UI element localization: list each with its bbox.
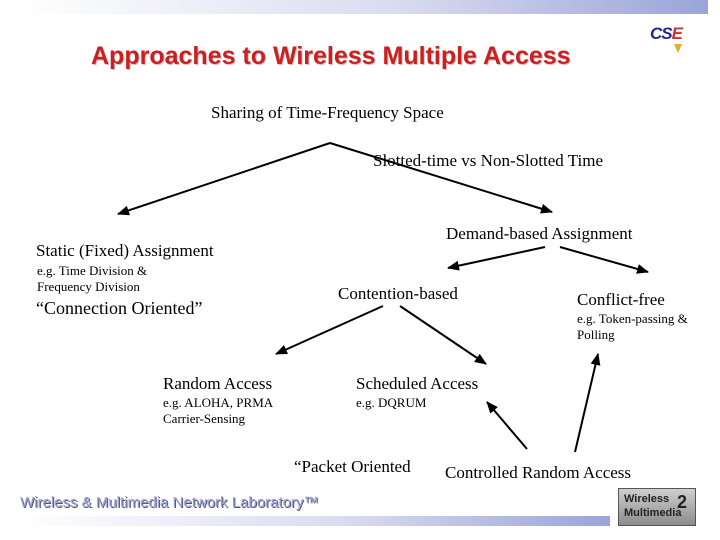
bottom-gradient-bar (18, 516, 610, 526)
static-assignment-label: Static (Fixed) Assignment (36, 241, 214, 260)
edge-controlled-to-conflict-free (574, 353, 601, 453)
footer-lab-name: Wireless & Multimedia Network Laboratory… (20, 494, 319, 511)
edge-contention-to-random (275, 305, 384, 355)
contention-based-label: Contention-based (338, 284, 458, 303)
edge-contention-to-scheduled (399, 305, 487, 365)
conflict-free-label: Conflict-free (577, 290, 665, 309)
edge-demand-to-contention (447, 246, 546, 271)
split-criterion-label: Slotted-time vs Non-Slotted Time (373, 151, 603, 170)
edge-controlled-to-scheduled (486, 401, 528, 450)
edge-root-to-demand (329, 142, 553, 214)
random-access-label: Random Access (163, 374, 273, 393)
packet-oriented-note: “Packet Oriented (294, 457, 411, 476)
demand-assignment-label: Demand-based Assignment (446, 224, 633, 243)
edge-demand-to-conflict-free (559, 246, 649, 274)
top-gradient-bar (18, 0, 708, 14)
cse-logo: CSE (650, 24, 702, 53)
wireless-multimedia-logo: Wireless Multimedia 2 (618, 488, 696, 526)
connection-oriented-note: “Connection Oriented” (36, 298, 203, 318)
edge-root-to-static (117, 142, 331, 216)
logo-arrow-icon (674, 44, 682, 53)
controlled-random-access-label: Controlled Random Access (445, 463, 632, 482)
scheduled-access-label: Scheduled Access (356, 374, 479, 393)
static-assignment-example: e.g. Time Division & Frequency Division (37, 263, 148, 294)
random-access-example: e.g. ALOHA, PRMA Carrier-Sensing (163, 395, 273, 426)
slide-title: Approaches to Wireless Multiple Access (91, 42, 571, 70)
scheduled-access-example: e.g. DQRUM (356, 395, 427, 410)
root-node-label: Sharing of Time-Frequency Space (211, 103, 444, 122)
conflict-free-example: e.g. Token-passing & Polling (577, 311, 688, 342)
